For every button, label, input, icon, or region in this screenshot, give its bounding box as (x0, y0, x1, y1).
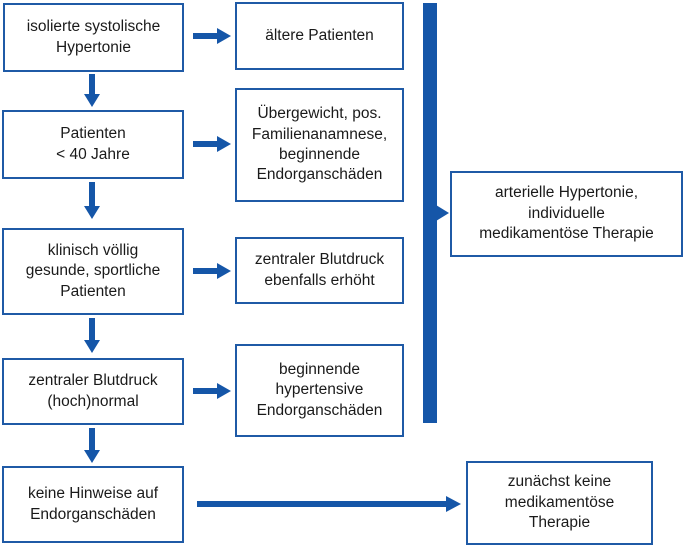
node-line: Therapie (528, 514, 591, 532)
node-older-patients: ältere Patienten (235, 2, 404, 70)
node-central-bp-normal: zentraler Blutdruck (hoch)normal (2, 358, 184, 425)
node-line: hypertensive (275, 381, 364, 399)
node-line: beginnende (278, 360, 360, 378)
node-line: Endorganschäden (30, 505, 156, 523)
node-no-organ-damage: keine Hinweise auf Endorganschäden (2, 466, 184, 543)
node-line: zentraler Blutdruck (28, 372, 158, 390)
node-line: ältere Patienten (265, 26, 374, 44)
down-arrow-2 (84, 182, 100, 219)
node-line: ebenfalls erhöht (264, 271, 375, 289)
node-line: (hoch)normal (47, 392, 139, 410)
node-line: medikamentöse (504, 493, 615, 511)
node-isolated-hypertension: isolierte systolische Hypertonie (3, 3, 184, 72)
node-hypertensive-damage: beginnende hypertensive Endorganschäden (235, 344, 404, 437)
node-line: Familienanamnese, (251, 125, 388, 143)
node-line: zentraler Blutdruck (254, 251, 385, 269)
node-line: klinisch völlig (47, 241, 139, 259)
node-line: keine Hinweise auf (27, 485, 159, 503)
right-arrow-4 (193, 383, 231, 399)
node-arterial-hypertension: arterielle Hypertonie, individuelle medi… (450, 171, 683, 257)
node-line: Patienten (60, 125, 126, 143)
node-line: Hypertonie (56, 38, 131, 56)
node-line: beginnende (278, 146, 360, 163)
right-arrow-1 (193, 28, 231, 44)
bar-to-hypertension-arrow (436, 205, 449, 221)
down-arrow-1 (84, 74, 100, 107)
right-arrow-2 (193, 136, 231, 152)
node-no-medication: zunächst keine medikamentöse Therapie (466, 461, 653, 545)
node-line: medikamentöse Therapie (479, 225, 654, 243)
node-central-bp-elevated: zentraler Blutdruck ebenfalls erhöht (235, 237, 404, 304)
node-healthy-athletic: klinisch völlig gesunde, sportliche Pati… (2, 228, 184, 315)
long-right-arrow (197, 496, 461, 512)
collector-bar (423, 3, 437, 423)
node-risk-factors: Übergewicht, pos. Familienanamnese, begi… (235, 88, 404, 202)
node-line: Patienten (60, 282, 126, 300)
node-line: isolierte systolische (26, 18, 161, 36)
down-arrow-4 (84, 428, 100, 463)
node-line: gesunde, sportliche (25, 262, 161, 280)
node-patients-under-40: Patienten < 40 Jahre (2, 110, 184, 179)
node-line: individuelle (528, 204, 605, 222)
node-line: Endorganschäden (256, 166, 383, 184)
down-arrow-3 (84, 318, 100, 353)
node-line: Endorganschäden (256, 401, 383, 419)
node-line: arterielle Hypertonie, (494, 184, 638, 202)
node-line: Übergewicht, pos. (257, 105, 382, 123)
node-line: zunächst keine (507, 473, 612, 491)
node-line: < 40 Jahre (56, 145, 130, 163)
right-arrow-3 (193, 263, 231, 279)
